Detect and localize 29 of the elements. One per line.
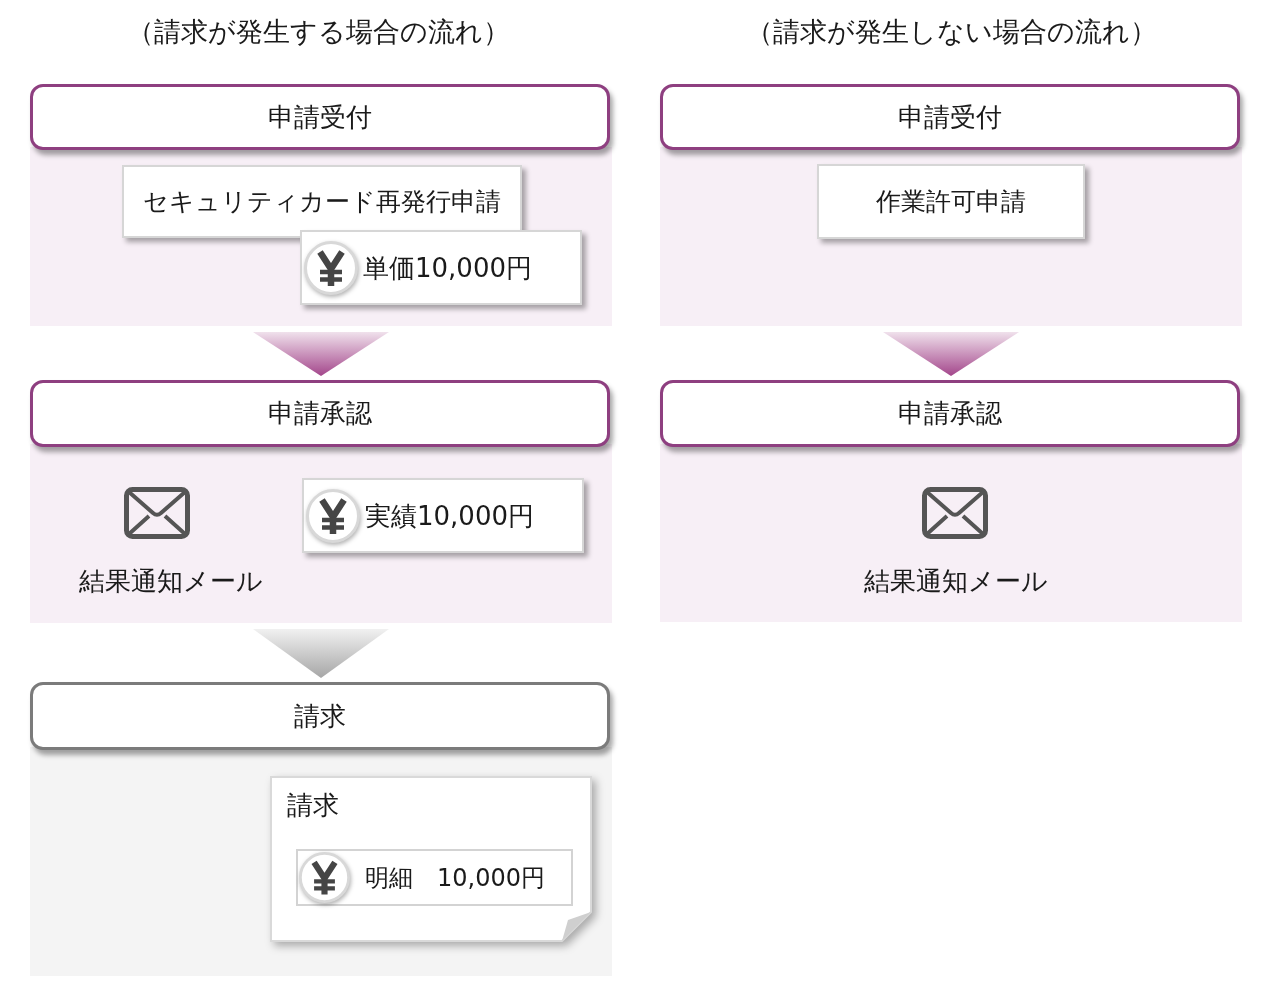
envelope-icon	[922, 487, 988, 539]
detail-text: 明細 10,000円	[365, 862, 545, 894]
price-text: 実績10,000円	[365, 499, 534, 532]
chevron-arrow	[253, 332, 389, 376]
icon-caption: 結果通知メール	[78, 565, 264, 598]
form-card: セキュリティカード再発行申請	[122, 165, 522, 238]
stage-panel	[30, 380, 612, 623]
icon-caption: 結果通知メール	[863, 565, 1049, 598]
chevron-arrow	[883, 332, 1019, 376]
stage-panel	[660, 84, 1242, 326]
detail-box	[296, 849, 573, 906]
stage-header: 申請受付	[30, 84, 610, 150]
column-title: （請求が発生しない場合の流れ）	[744, 15, 1158, 49]
stage-panel	[30, 682, 612, 976]
column-title: （請求が発生する場合の流れ）	[125, 15, 511, 49]
document-heading: 請求	[287, 789, 339, 822]
stage-header: 請求	[30, 682, 610, 750]
price-text: 単価10,000円	[363, 251, 532, 284]
form-card: 作業許可申請	[817, 164, 1085, 239]
stage-panel	[660, 380, 1242, 622]
price-card	[300, 230, 582, 305]
stage-header: 申請承認	[660, 380, 1240, 447]
stage-header: 申請受付	[660, 84, 1240, 150]
price-card	[302, 478, 584, 553]
chevron-arrow	[253, 629, 389, 678]
stage-panel	[30, 84, 612, 326]
envelope-icon	[124, 487, 190, 539]
document-card	[270, 776, 592, 942]
stage-header: 申請承認	[30, 380, 610, 447]
